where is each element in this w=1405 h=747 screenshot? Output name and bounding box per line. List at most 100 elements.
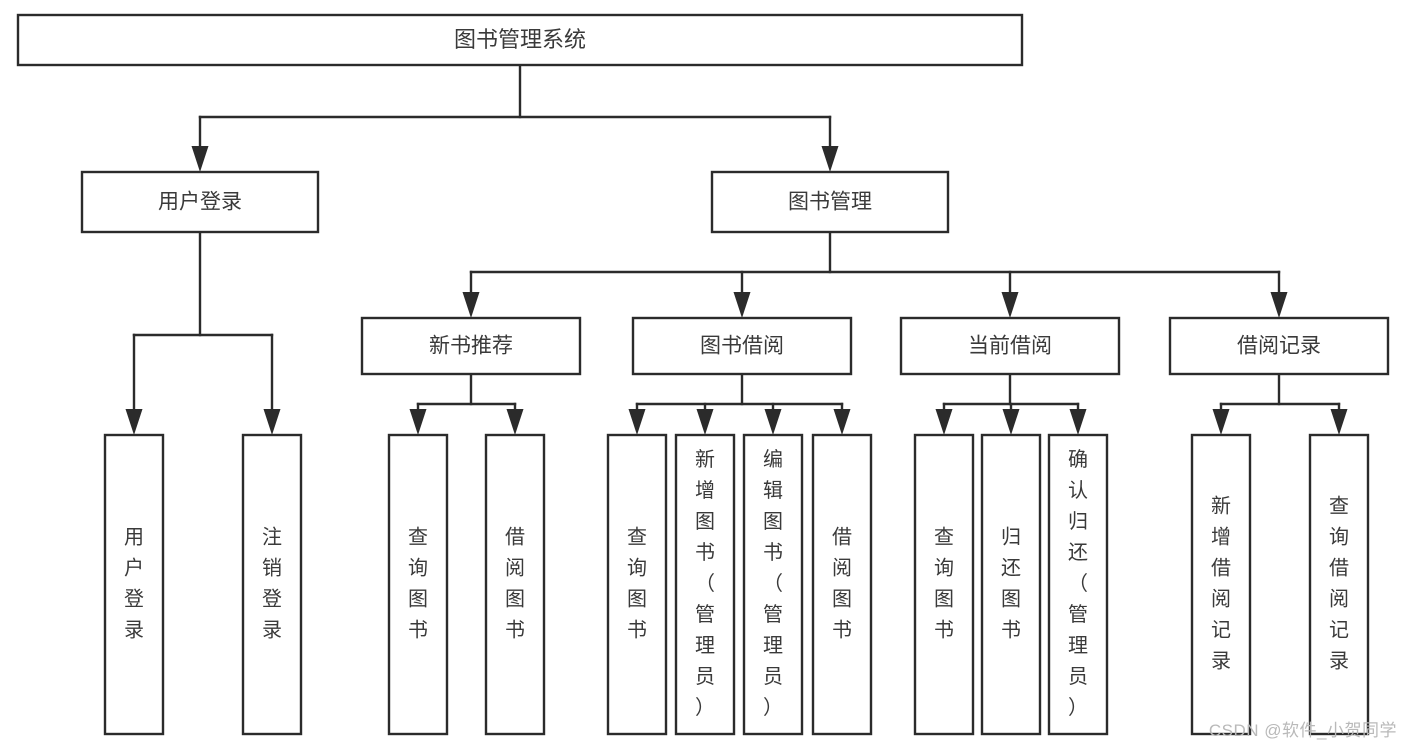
node-label-char: 图 bbox=[505, 588, 525, 610]
node-box[interactable] bbox=[1168, 316, 1390, 376]
node-label-char: 确 bbox=[1068, 448, 1088, 471]
node-label-char: 查 bbox=[1329, 494, 1349, 517]
leaf-node[interactable]: 归还图书归还图书 bbox=[980, 433, 1042, 736]
node-label-char: 新 bbox=[1211, 494, 1231, 517]
node-label-char: 户 bbox=[124, 556, 144, 579]
node-label-char: 借 bbox=[832, 525, 852, 548]
leaf-node[interactable]: 用户登录用户登录 bbox=[103, 433, 165, 736]
node-box[interactable] bbox=[1047, 433, 1109, 736]
connector-books-to-level3 bbox=[462, 230, 1288, 318]
node-label-char: （ bbox=[1068, 572, 1088, 595]
node-box[interactable] bbox=[16, 13, 1024, 67]
root-node[interactable]: 图书管理系统 bbox=[16, 13, 1024, 67]
node-label-char: 图 bbox=[1001, 588, 1021, 610]
connector-borrow-to-leaves bbox=[628, 372, 851, 435]
node-label-char: 询 bbox=[408, 556, 428, 579]
node-label-char: （ bbox=[695, 572, 715, 595]
node-label-char: 书 bbox=[832, 618, 852, 641]
node-label-char: 理 bbox=[695, 635, 715, 657]
node-label-char: 员 bbox=[695, 666, 715, 688]
node-label-char: 登 bbox=[262, 587, 282, 610]
leaf-node[interactable]: 查询图书查询图书 bbox=[387, 433, 449, 736]
node-box[interactable] bbox=[606, 433, 668, 736]
node-box[interactable] bbox=[241, 433, 303, 736]
node-label-char: 辑 bbox=[763, 479, 783, 502]
level3-node[interactable]: 图书借阅 bbox=[631, 316, 853, 376]
node-label-char: 书 bbox=[695, 541, 715, 564]
node-box[interactable] bbox=[710, 170, 950, 234]
node-label: 用户登录 bbox=[158, 191, 242, 214]
node-box[interactable] bbox=[80, 170, 320, 234]
node-label-char: 借 bbox=[505, 525, 525, 548]
node-label-char: 归 bbox=[1001, 525, 1021, 548]
node-box[interactable] bbox=[1308, 433, 1370, 736]
connector-root-to-level2 bbox=[191, 63, 839, 172]
node-label-char: 书 bbox=[505, 618, 525, 641]
node-label-char: 录 bbox=[1211, 650, 1231, 672]
leaf-node[interactable]: 借阅图书借阅图书 bbox=[811, 433, 873, 736]
node-label-char: 书 bbox=[408, 618, 428, 641]
level2-node[interactable]: 图书管理 bbox=[710, 170, 950, 234]
node-box[interactable] bbox=[387, 433, 449, 736]
leaf-node[interactable]: 查询借阅记录查询借阅记录 bbox=[1308, 433, 1370, 736]
node-label-char: 借 bbox=[1211, 556, 1231, 579]
leaf-node[interactable]: 查询图书查询图书 bbox=[606, 433, 668, 736]
node-label: 新书推荐 bbox=[429, 335, 513, 358]
connector-layer bbox=[125, 63, 1348, 435]
node-box[interactable] bbox=[742, 433, 804, 736]
node-label-char: 图 bbox=[695, 511, 715, 533]
node-label-char: 管 bbox=[763, 603, 783, 626]
node-label-char: 书 bbox=[1001, 618, 1021, 641]
node-label-char: 录 bbox=[1329, 650, 1349, 672]
node-label-char: 阅 bbox=[832, 556, 852, 579]
node-label-char: 理 bbox=[1068, 635, 1088, 657]
node-label-char: 图 bbox=[934, 588, 954, 610]
node-label-char: 书 bbox=[934, 618, 954, 641]
connector-record-to-leaves bbox=[1212, 372, 1348, 435]
node-box[interactable] bbox=[484, 433, 546, 736]
node-label: 借阅记录 bbox=[1237, 335, 1321, 358]
connector-current-to-leaves bbox=[935, 372, 1087, 435]
node-label-char: 图 bbox=[408, 588, 428, 610]
node-box[interactable] bbox=[674, 433, 736, 736]
level2-node[interactable]: 用户登录 bbox=[80, 170, 320, 234]
node-label-char: 员 bbox=[763, 666, 783, 688]
node-label-char: 记 bbox=[1211, 618, 1231, 641]
connector-login-to-leaves bbox=[125, 230, 281, 435]
node-box[interactable] bbox=[899, 316, 1121, 376]
leaf-node[interactable]: 查询图书查询图书 bbox=[913, 433, 975, 736]
node-label-char: ） bbox=[695, 696, 715, 719]
node-box[interactable] bbox=[103, 433, 165, 736]
level3-node[interactable]: 当前借阅 bbox=[899, 316, 1121, 376]
node-label-char: 书 bbox=[763, 541, 783, 564]
node-label-char: ） bbox=[763, 696, 783, 719]
node-label-char: 图 bbox=[627, 588, 647, 610]
node-label-char: 还 bbox=[1068, 541, 1088, 564]
node-box[interactable] bbox=[631, 316, 853, 376]
node-label-char: （ bbox=[763, 572, 783, 595]
node-label-char: 新 bbox=[695, 448, 715, 471]
node-label-char: 查 bbox=[934, 525, 954, 548]
node-label-char: 增 bbox=[1211, 525, 1231, 548]
node-box[interactable] bbox=[811, 433, 873, 736]
node-box[interactable] bbox=[980, 433, 1042, 736]
node-label-char: 登 bbox=[124, 587, 144, 610]
node-label-char: 询 bbox=[1329, 525, 1349, 548]
node-label-char: 还 bbox=[1001, 556, 1021, 579]
node-label-char: 管 bbox=[695, 603, 715, 626]
level3-node[interactable]: 借阅记录 bbox=[1168, 316, 1390, 376]
leaf-node[interactable]: 注销登录注销登录 bbox=[241, 433, 303, 736]
level3-node[interactable]: 新书推荐 bbox=[360, 316, 582, 376]
node-label-char: 图 bbox=[832, 588, 852, 610]
leaf-node[interactable]: 新增借阅记录新增借阅记录 bbox=[1190, 433, 1252, 736]
node-box[interactable] bbox=[1190, 433, 1252, 736]
node-box[interactable] bbox=[913, 433, 975, 736]
leaf-node[interactable]: 借阅图书借阅图书 bbox=[484, 433, 546, 736]
node-box[interactable] bbox=[360, 316, 582, 376]
node-label-char: 录 bbox=[262, 619, 282, 641]
node-label-char: 借 bbox=[1329, 556, 1349, 579]
